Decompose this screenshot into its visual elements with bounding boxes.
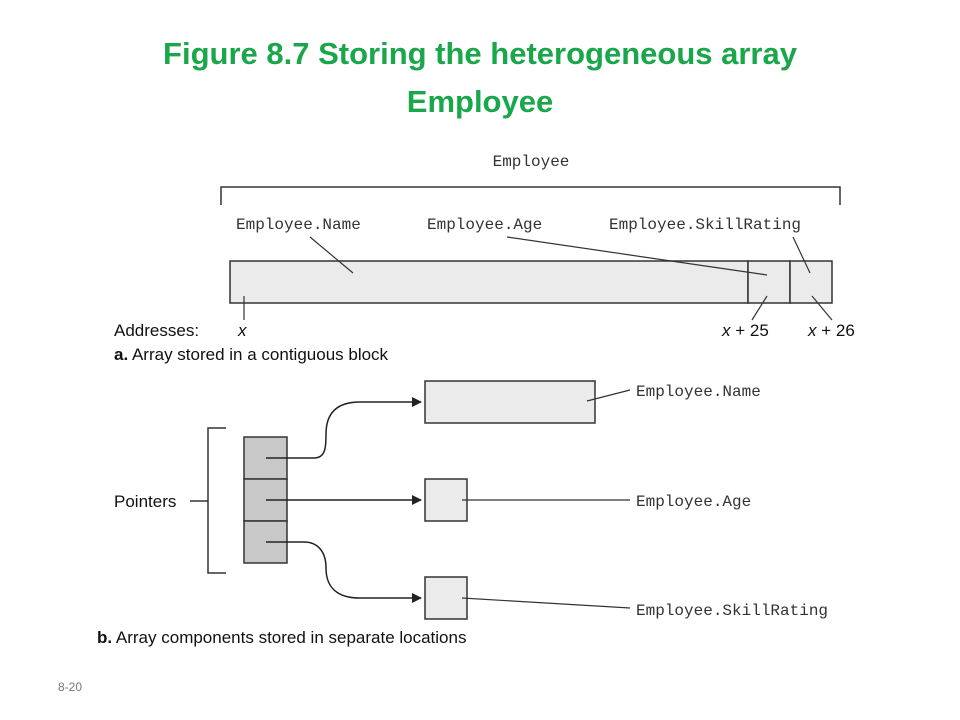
address-x-plus-26: x + 26 — [807, 321, 855, 340]
pointers-bracket — [207, 427, 226, 574]
figure-title-line-1: Figure 8.7 Storing the heterogeneous arr… — [163, 36, 797, 71]
address-x: x — [237, 321, 247, 340]
employee-group-label: Employee — [493, 153, 570, 171]
addresses-label: Addresses: — [114, 321, 199, 340]
block-skillrating-cell — [789, 260, 833, 304]
figure-title-line-2: Employee — [406, 84, 554, 119]
separate-name-cell — [424, 380, 596, 424]
leader-a-age — [506, 236, 768, 276]
address-x-plus-25: x + 25 — [721, 321, 769, 340]
employee-group-bracket — [220, 186, 841, 205]
caption-b: b. Array components stored in separate l… — [97, 628, 466, 647]
pointers-label: Pointers — [114, 492, 176, 511]
part-a: Employee Employee.Name Employee.Age Empl… — [114, 153, 855, 364]
caption-a: a. Array stored in a contiguous block — [114, 345, 389, 364]
label-b-skillrating: Employee.SkillRating — [636, 602, 828, 620]
tick-address-x25 — [751, 295, 768, 321]
separate-age-cell — [424, 478, 468, 522]
label-a-name: Employee.Name — [236, 216, 361, 234]
part-b: Pointers Employee.Name Employee.Age Empl… — [97, 380, 828, 647]
leader-b-skillrating — [461, 597, 631, 609]
label-a-skillrating: Employee.SkillRating — [609, 216, 801, 234]
leader-a-name — [309, 236, 354, 274]
slide-number: 8-20 — [58, 680, 83, 694]
block-age-cell — [747, 260, 791, 304]
label-b-age: Employee.Age — [636, 493, 751, 511]
figure-title: Figure 8.7 Storing the heterogeneous arr… — [0, 30, 960, 126]
separate-skillrating-cell — [424, 576, 468, 620]
leader-b-name — [586, 389, 631, 402]
pointer-arrow-name — [266, 397, 422, 459]
label-b-name: Employee.Name — [636, 383, 761, 401]
pointer-arrow-skillrating — [266, 541, 422, 603]
tick-address-x26 — [811, 295, 833, 321]
leader-a-skillrating — [792, 236, 811, 274]
label-a-age: Employee.Age — [427, 216, 542, 234]
block-name-cell — [229, 260, 749, 304]
